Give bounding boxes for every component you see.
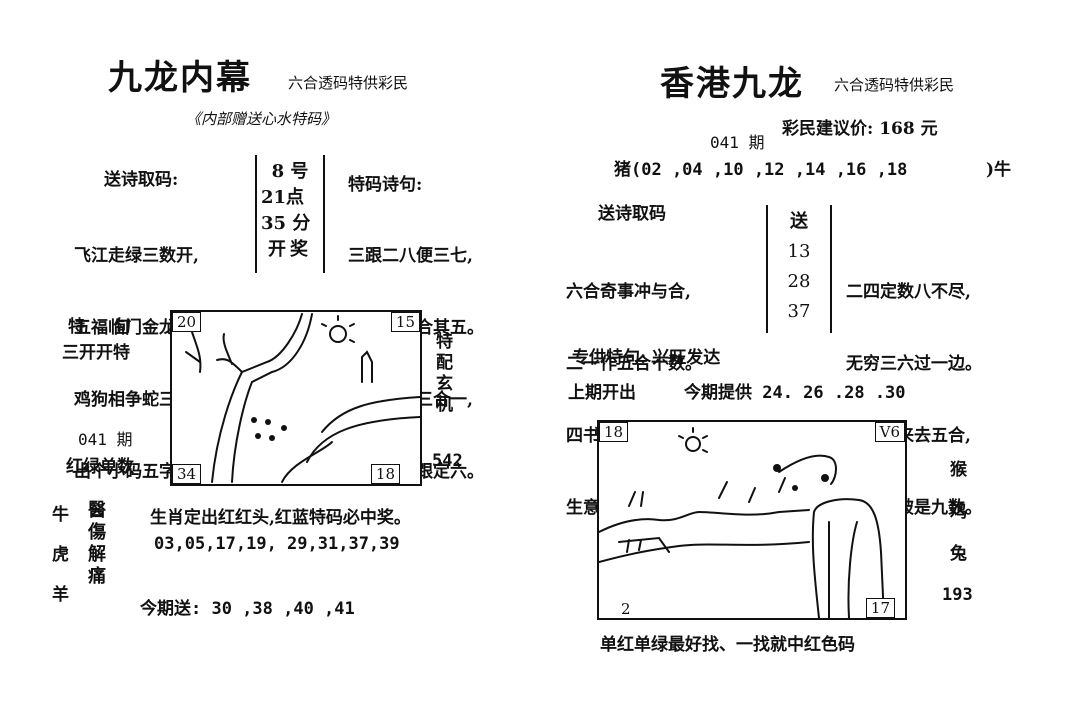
poem-line: 飞江走绿三数开, [74,246,199,266]
stamp-char: 痛 [88,566,106,587]
pic-corner-tl: 18 [599,422,629,442]
left-picture: 20 15 34 18 [170,310,422,486]
poem-line: 鸡狗相争蛇三合, [74,390,199,410]
right-title: 香港九龙 [660,64,804,104]
right-zodiac-3: 兔 [950,544,967,564]
stamp-char: 醫 [88,500,106,521]
today-offer: 今期提供 24. 26 .28 .30 [684,383,906,403]
landscape-illustration [185,313,421,483]
bottom-slogan: 单红单绿最好找、一找就中红色码 [600,635,855,655]
draw-minute: 35 分 [261,213,311,234]
right-picture: 18 V6 2 17 [597,420,907,620]
right-issue: 041 期 [710,133,765,152]
left-title: 九龙内幕 [108,58,252,98]
send-label: 送 [790,211,808,232]
send-column: 送 13 28 37 [766,205,832,333]
send-number: 28 [787,271,811,292]
left-zodiac-1: 牛 [52,505,69,525]
suggested-price: 彩民建议价: 168 元 [782,119,938,139]
red-green-odd: 红绿单数 [66,457,134,477]
special-sentence-value: 三开开特 [62,343,130,363]
calligraphy-stamp: 醫 傷 解 痛 [88,500,106,588]
pic-corner-br: 17 [865,598,895,618]
special-sentence-label: 特 句 [68,317,137,337]
pic-corner-tr: V6 [874,422,905,442]
left-issue: 041 期 [78,430,133,449]
draw-info-box: 8 号 21点 35 分 开奖 [255,155,325,273]
left-zodiac-3: 羊 [52,585,69,605]
last-open-label: 上期开出 [568,383,636,403]
pic-corner-bl: 2 [617,600,635,618]
poem-line: 三跟二八便三七, [348,246,473,266]
right-zodiac-1: 猴 [950,460,967,480]
draw-open: 开奖 [268,239,312,260]
draw-number: 8 号 [271,161,309,182]
river-illustration [598,427,885,619]
exclusive-special-sentence: 专供特句: 兴旺发达 [572,348,721,368]
pic-corner-bl: 34 [172,464,202,484]
right-subtitle: 六合透码特供彩民 [834,76,955,94]
pig-numbers: 猪(02 ,04 ,10 ,12 ,14 ,16 ,18 [614,160,908,180]
pic-corner-tr: 15 [390,312,420,332]
right-poem-label: 送诗取码 [598,204,666,224]
poem-line: 二四定数八不尽, [846,282,971,302]
left-subtitle: 六合透码特供彩民 [288,74,409,92]
draw-hour: 21点 [261,187,305,208]
stamp-char: 解 [88,544,106,565]
special-hint-vertical: 特配玄机 [432,332,452,416]
today-send: 今期送: 30 ,38 ,40 ,41 [140,599,355,619]
left-zodiac-2: 虎 [52,545,69,565]
left-poem-label: 送诗取码: [104,170,179,190]
special-poem-label: 特码诗句: [348,175,423,195]
send-number: 13 [787,241,811,262]
zodiac-sentence: 生肖定出红红头,红蓝特码必中奖。 [150,508,411,528]
pic-corner-tl: 20 [172,312,202,332]
poem-line: 六合奇事冲与合, [566,282,691,302]
left-hint-number: 542 [432,451,463,471]
pic-corner-br: 18 [370,464,400,484]
right-hint-number: 193 [942,585,973,605]
left-gift-line: 《内部赠送心水特码》 [186,110,337,128]
lucky-numbers: 03,05,17,19, 29,31,37,39 [154,534,400,554]
poem-line: 无穷三六过一边。 [846,354,982,374]
right-zodiac-2: 鸡 [950,502,967,522]
send-number: 37 [787,301,811,322]
poem-line: 二一作五合十数。 [566,354,702,374]
stamp-char: 傷 [88,522,106,543]
ox-label: )牛 [986,160,1012,180]
